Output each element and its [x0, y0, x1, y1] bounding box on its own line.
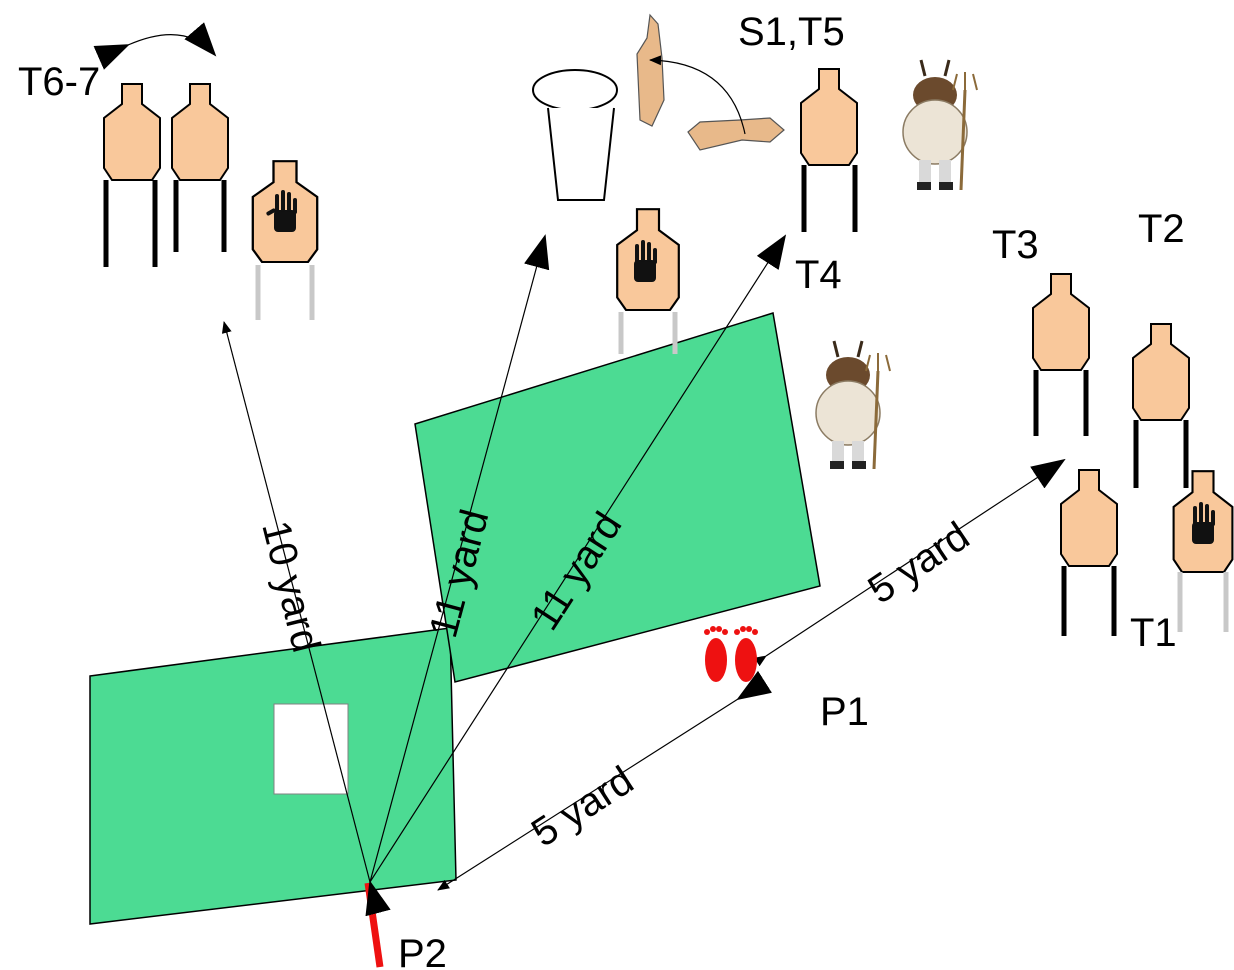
- target-t3: [1032, 273, 1090, 371]
- target-t1: [1060, 469, 1118, 567]
- distance-line-p2-p1: [437, 670, 772, 891]
- costume-figure-top: [902, 59, 978, 191]
- target-t6: [103, 83, 161, 181]
- costume-figure-middle: [815, 340, 891, 470]
- distance-line-t67: [221, 321, 391, 917]
- swing-arrow-s1: [649, 55, 746, 135]
- target-t4: [800, 68, 858, 166]
- hand-icon: [1192, 502, 1215, 544]
- label-t6-7: T6-7: [18, 60, 100, 104]
- label-s1-t5: S1,T5: [738, 10, 845, 54]
- distance-label-p1-targets: 5 yard: [860, 514, 977, 613]
- swing-arrow-t6-7: [93, 22, 217, 70]
- hand-icon: [266, 190, 297, 232]
- label-t3: T3: [992, 223, 1039, 267]
- label-t4: T4: [795, 253, 842, 297]
- label-t1: T1: [1130, 611, 1177, 655]
- window-port: [273, 703, 349, 795]
- barrier-lower-left: [89, 627, 457, 925]
- swinger-plate-down: [687, 117, 785, 151]
- distance-label-t67: 10 yard: [253, 517, 328, 657]
- label-p1: P1: [820, 690, 869, 734]
- hand-icon: [634, 240, 657, 282]
- fault-line-p2: [364, 882, 384, 968]
- label-p2: P2: [398, 932, 447, 970]
- distance-label-p2-p1: 5 yard: [524, 758, 641, 855]
- label-t2: T2: [1138, 207, 1185, 251]
- target-t7: [171, 83, 229, 181]
- footprints-icon: [704, 626, 758, 682]
- distance-line-cup: [369, 234, 550, 883]
- swinger-plate-up: [636, 13, 665, 127]
- target-t2: [1132, 323, 1190, 421]
- distance-line-p1-targets: [754, 458, 1066, 667]
- bucket-icon: [532, 69, 618, 201]
